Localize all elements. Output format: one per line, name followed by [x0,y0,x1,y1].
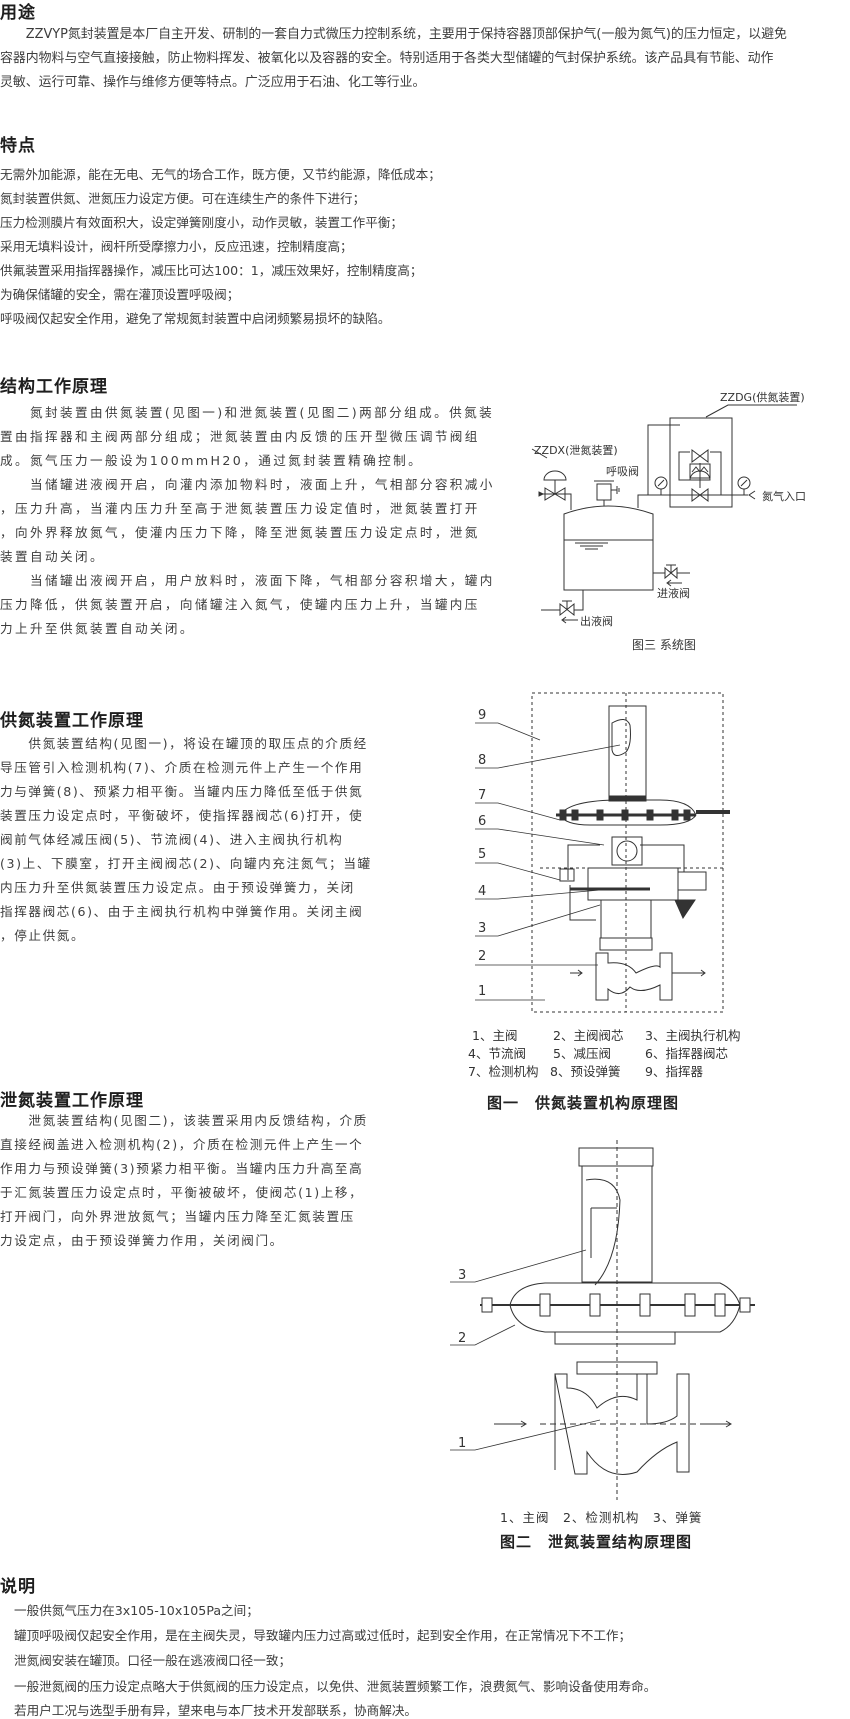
feature-item: 为确保储罐的安全，需在灌顶设置呼吸阀； [0,287,240,302]
fig1-legend-item: 9、指挥器 [645,1064,703,1079]
drain-valve-label: 出液阀 [580,614,613,628]
fig1-legend-item: 5、减压阀 [553,1046,611,1061]
usage-line: 容器内物料与空气直接接触，防止物料挥发、被氧化以及容器的安全。特别适用于各类大型… [0,51,774,66]
release-line: 泄氮装置结构(见图二)，该装置采用内反馈结构，介质 [0,1113,368,1128]
fill-valve-label: 进液阀 [657,586,690,600]
structure-line: 成。氮气压力一般设为100mmH20，通过氮封装置精确控制。 [0,453,424,468]
note-item: 若用户工况与选型手册有异，望来电与本厂技术开发部联系，协商解决。 [14,1703,417,1718]
supply-line: 力与弹簧(8)、预紧力相平衡。当罐内压力降低至低于供氮 [0,784,364,799]
release-line: 力设定点，由于预设弹簧力作用，关闭阀门。 [0,1233,284,1248]
feature-item: 压力检测膜片有效面积大，设定弹簧刚度小，动作灵敏，装置工作平衡； [0,215,403,230]
supply-line: 指挥器阀芯(6)、由于主阀执行机构中弹簧作用。关闭主阀 [0,904,364,919]
supply-line: 导压管引入检测机构(7)、介质在检测元件上产生一个作用 [0,760,364,775]
release-heading: 泄氮装置工作原理 [0,1091,144,1111]
structure-line: 压力降低，供氮装置开启，向储罐注入氮气，使罐内压力上升，当罐内压 [0,597,480,612]
note-item: 一般供氮气压力在3x105-10x105Pa之间； [14,1603,259,1618]
breather-label: 呼吸阀 [606,464,639,478]
structure-line: 装置自动关闭。 [0,549,105,564]
inlet-label: 氮气入口 [762,489,806,503]
supply-line: ，停止供氮。 [0,928,86,943]
zzdx-label: ZZDX(泄氮装置) [534,443,618,457]
feature-item: 供氟装置采用指挥器操作，减压比可达100：1，减压效果好，控制精度高； [0,263,423,278]
fig1-legend-item: 7、检测机构 [468,1064,539,1079]
figure2-caption: 图二 泄氮装置结构原理图 [500,1533,693,1551]
feature-item: 氮封装置供氮、泄氮压力设定方便。可在连续生产的条件下进行； [0,191,366,206]
structure-line: 当储罐进液阀开启，向灌内添加物料时，液面上升，气相部分容积减小 [0,477,495,492]
fig1-number: 9 [478,708,486,723]
fig1-number: 8 [478,753,486,768]
feature-item: 采用无填料设计，阀杆所受摩擦力小，反应迅速，控制精度高； [0,239,353,254]
fig1-number: 6 [478,814,486,829]
release-device-drawing [480,1140,755,1500]
zzdg-label: ZZDG(供氮装置) [720,390,805,404]
note-item: 罐顶呼吸阀仅起安全作用，是在主阀失灵，导致罐内压力过高或过低时，起到安全作用，在… [14,1628,632,1643]
fig1-legend-item: 3、主阀执行机构 [645,1028,741,1043]
features-heading: 特点 [0,136,36,156]
supply-line: 供氮装置结构(见图一)，将设在罐顶的取压点的介质经 [0,736,368,751]
fig2-number: 3 [458,1268,466,1283]
release-line: 作用力与预设弹簧(3)预紧力相平衡。当罐内压力升高至高 [0,1161,364,1176]
supply-line: 装置压力设定点时，平衡破坏，使指挥器阀芯(6)打开，使 [0,808,364,823]
zzdg-box [669,417,733,508]
breather-valve-icon [594,480,620,506]
supply-heading: 供氮装置工作原理 [0,711,144,731]
notes-heading: 说明 [0,1577,36,1597]
usage-heading: 用途 [0,3,36,23]
fig1-legend-item: 8、预设弹簧 [550,1064,621,1079]
fig1-number: 7 [478,788,486,803]
usage-line: 灵敏、运行可靠、操作与维修方便等特点。广泛应用于石油、化工等行业。 [0,75,426,90]
usage-line: ZZVYP氮封装置是本厂自主开发、研制的一套自力式微压力控制系统，主要用于保持容… [0,27,787,42]
note-item: 一般泄氮阀的压力设定点略大于供氮阀的压力设定点，以免供、泄氮装置频繁工作，浪费氮… [14,1679,657,1694]
release-line: 于汇氮装置压力设定点时，平衡被破坏，使阀芯(1)上移， [0,1185,364,1200]
release-line: 打开阀门，向外界泄放氮气；当罐内压力降至汇氮装置压 [0,1209,355,1224]
figure1-caption: 图一 供氮装置机构原理图 [487,1094,680,1112]
structure-heading: 结构工作原理 [0,377,108,397]
fig1-number: 2 [478,949,486,964]
fig2-number: 1 [458,1436,466,1451]
fig1-legend-item: 2、主阀阀芯 [553,1028,624,1043]
fig2-legend: 1、主阀 2、检测机构 3、弹簧 [500,1510,703,1525]
fig1-number: 3 [478,921,486,936]
fig1-number: 5 [478,847,486,862]
release-line: 直接经阀盖进入检测机构(2)，介质在检测元件上产生一个 [0,1137,364,1152]
structure-line: ，向外界释放氮气，使灌内压力下降，降至泄氮装置压力设定点时，泄氮 [0,525,480,540]
supply-line: (3)上、下膜室，打开主阀阀芯(2)、向罐内充注氮气；当罐 [0,856,372,871]
feature-item: 呼吸阀仅起安全作用，避免了常规氮封装置中启闭频繁易损坏的缺陷。 [0,311,391,326]
zzdx-valve-icon [544,487,566,501]
fig1-legend-item: 4、节流阀 [468,1046,526,1061]
structure-line: 力上升至供氮装置自动关闭。 [0,621,195,636]
supply-line: 阀前气体经减压阀(5)、节流阀(4)、进入主阀执行机构 [0,832,344,847]
structure-line: ，压力升高，当灌内压力升至高于泄氮装置压力设定值时，泄氮装置打开 [0,501,480,516]
fig1-number: 4 [478,884,486,899]
fig1-legend-item: 6、指挥器阀芯 [645,1046,728,1061]
fig2-number: 2 [458,1331,466,1346]
structure-line: 当储罐出液阀开启，用户放料时，液面下降，气相部分容积增大，罐内 [0,573,495,588]
fig1-number: 1 [478,984,486,999]
structure-line: 置由指挥器和主阀两部分组成；泄氮装置由内反馈的压开型微压调节阀组 [0,429,480,444]
structure-line: 氮封装置由供氮装置(见图一)和泄氮装置(见图二)两部分组成。供氮装 [0,405,495,420]
fig1-legend-item: 1、主阀 [472,1028,518,1043]
note-item: 泄氮阀安装在罐顶。口径一般在逃液阀口径一致； [14,1653,292,1668]
supply-device-drawing [531,692,730,1013]
supply-line: 内压力升至供氮装置压力设定点。由于预设弹簧力，关闭 [0,880,355,895]
feature-item: 无需外加能源，能在无电、无气的场合工作，既方便，又节约能源，降低成本； [0,167,441,182]
tank [563,505,654,591]
figure3-caption: 图三 系统图 [632,638,696,652]
